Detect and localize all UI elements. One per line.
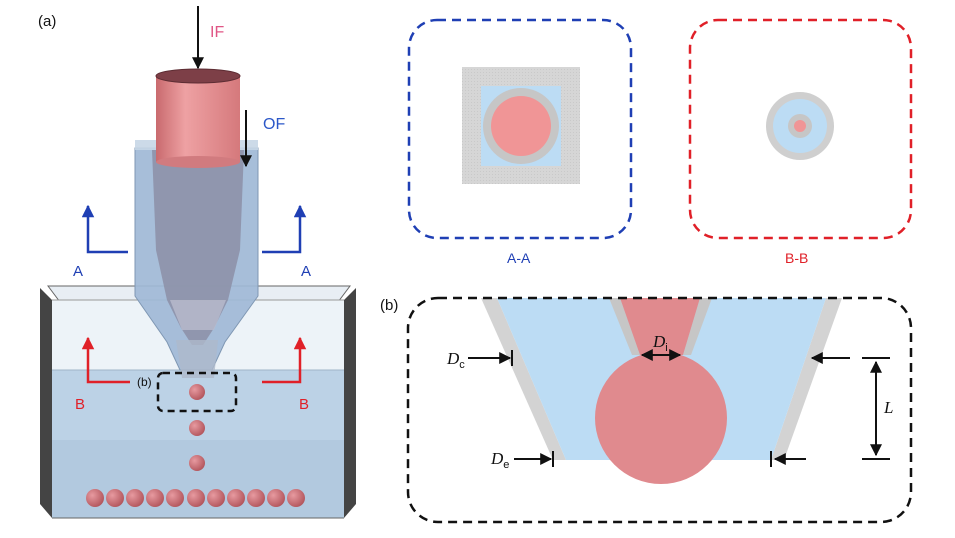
panel-b-detail: Dc De Di L	[406, 296, 913, 524]
inset-marker-label: (b)	[137, 375, 152, 389]
droplet	[267, 489, 285, 507]
forming-droplet	[595, 352, 727, 484]
of-label: OF	[263, 116, 285, 133]
de-label: De	[490, 449, 509, 471]
droplet	[247, 489, 265, 507]
inner-fluid-jet	[794, 120, 806, 132]
droplet	[187, 489, 205, 507]
section-bb: B-B	[688, 18, 913, 266]
left-capillary-wall	[481, 298, 566, 460]
section-b-right-label: B	[299, 396, 309, 413]
droplet	[106, 489, 124, 507]
panel-b-label: (b)	[380, 297, 398, 314]
droplet	[227, 489, 245, 507]
droplet	[166, 489, 184, 507]
droplet	[287, 489, 305, 507]
if-label: IF	[210, 24, 224, 41]
panel-b-frame	[406, 296, 913, 524]
section-aa: A-A	[407, 18, 633, 266]
droplet	[189, 384, 205, 400]
section-aa-label: A-A	[507, 250, 531, 266]
droplet	[189, 455, 205, 471]
section-a-right-arrow	[262, 204, 307, 254]
inner-capillary	[152, 150, 244, 378]
inset-marker-box	[156, 371, 238, 413]
inner-fluid-cone	[620, 298, 700, 355]
droplets	[86, 384, 305, 507]
inner-fluid-core	[491, 96, 551, 156]
section-aa-frame	[407, 18, 633, 240]
dc-label: Dc	[446, 349, 465, 371]
droplet	[146, 489, 164, 507]
length-label: L	[883, 398, 893, 417]
section-b-right-arrow	[262, 336, 307, 384]
panel-a-label: (a)	[38, 13, 56, 30]
section-b-left-arrow	[81, 336, 130, 384]
section-a-left-label: A	[73, 263, 83, 280]
droplet	[207, 489, 225, 507]
droplet	[189, 420, 205, 436]
inner-capillary-left-wall	[609, 298, 640, 355]
right-capillary-wall	[771, 298, 842, 460]
droplet	[86, 489, 104, 507]
section-a-right-label: A	[301, 263, 311, 280]
inner-fluid-cylinder	[155, 68, 241, 168]
inner-capillary-right-wall	[683, 298, 712, 355]
section-a-left-arrow	[81, 204, 128, 254]
di-label: Di	[652, 332, 668, 354]
section-b-left-label: B	[75, 396, 85, 413]
droplet	[126, 489, 144, 507]
section-bb-frame	[688, 18, 913, 240]
section-bb-label: B-B	[785, 250, 808, 266]
